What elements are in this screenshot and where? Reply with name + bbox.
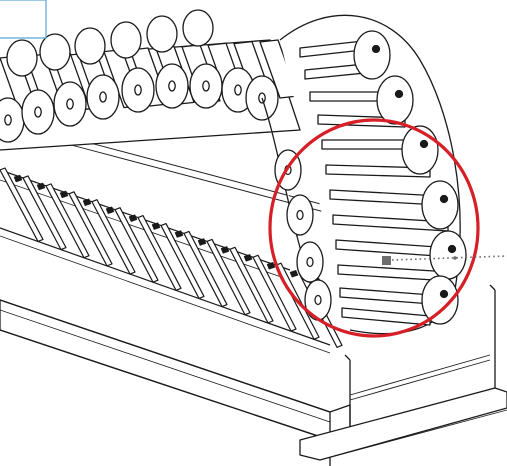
upper-link-plate-rear	[6, 39, 38, 77]
lower-link-tab	[36, 182, 46, 191]
bend-outer-link-plate	[421, 275, 459, 325]
bend-outer-link-plate	[401, 125, 439, 175]
link-pin-hole	[4, 114, 12, 126]
lower-crossbar	[114, 207, 159, 283]
highlight-ring	[268, 118, 480, 338]
lower-link-tab	[266, 262, 276, 270]
bend-plate-pin	[447, 244, 457, 254]
lower-link-tab	[13, 174, 23, 183]
trough-end-lip	[344, 284, 496, 361]
lower-crossbar	[22, 175, 67, 251]
lower-crossbar	[45, 183, 90, 259]
bend-inner-pin-hole	[306, 256, 314, 268]
chain-upper-run	[0, 9, 301, 151]
lower-crossbar	[183, 230, 228, 308]
upper-link-plate-rear	[146, 15, 178, 53]
lower-link-tab	[243, 254, 253, 262]
bend-outer-link-plate	[376, 75, 414, 125]
lower-link-tab	[105, 206, 115, 214]
bend-outer-link-plate	[353, 30, 391, 80]
upper-link-plate-rear	[182, 9, 214, 47]
lower-crossbar	[229, 246, 274, 324]
lower-run-front-edge	[0, 227, 331, 346]
bend-plate-pin	[439, 289, 449, 299]
lower-link-tab	[220, 246, 230, 254]
link-pin-hole	[234, 84, 242, 96]
bend-plate-pin	[439, 194, 449, 204]
callout-leader	[382, 255, 507, 265]
link-pin-hole	[168, 80, 176, 92]
bend-crossbar	[341, 307, 431, 326]
bend-inner-pin-hole	[314, 294, 322, 306]
link-pin-hole	[34, 106, 42, 118]
lower-link-tab	[197, 238, 207, 246]
link-pin-hole	[134, 84, 142, 96]
trough-flange-edge	[0, 299, 331, 413]
trough-flange-inner-line	[0, 309, 331, 423]
upper-link-plate-rear	[39, 33, 71, 71]
upper-link-plate-rear	[74, 27, 106, 65]
bend-plate-pin	[371, 44, 381, 54]
trough-web-rib	[349, 354, 491, 401]
lower-link-tab	[174, 230, 184, 238]
lower-link-tab	[59, 190, 69, 199]
callout-label-box	[0, 0, 47, 39]
link-pin-hole	[202, 80, 210, 92]
detail-highlight-circle	[268, 118, 480, 338]
lower-link-tab	[128, 214, 138, 222]
bend-inner-pin-hole	[296, 209, 304, 221]
chain-lower-run	[0, 167, 343, 354]
lower-crossbar	[160, 222, 205, 300]
lower-run-front-edge-inner	[0, 235, 331, 354]
lower-crossbar	[206, 238, 251, 316]
lower-link-tab	[289, 269, 299, 278]
trough-base-line	[319, 409, 507, 461]
lower-crossbar	[91, 199, 136, 275]
lower-crossbar	[68, 191, 113, 267]
label-box	[0, 0, 47, 39]
leader-anchor-square	[382, 256, 391, 265]
leader-dotted-line	[391, 255, 507, 261]
upper-link-plate-rear	[110, 21, 142, 59]
bend-outer-link-plate	[421, 180, 459, 230]
link-pin-hole	[66, 98, 74, 110]
trough-base-flange	[299, 387, 507, 461]
lower-link-tab	[151, 222, 161, 230]
lower-crossbar	[0, 167, 44, 243]
link-pin-hole	[99, 91, 107, 103]
bend-plate-pin	[394, 89, 404, 99]
lower-crossbar	[137, 215, 182, 291]
bend-outer-link-plate	[429, 230, 467, 280]
support-trough	[0, 134, 507, 466]
lower-crossbar	[252, 254, 297, 332]
bend-plate-pin	[419, 139, 429, 149]
bend-crossbar	[325, 164, 431, 178]
leader-dot	[453, 256, 457, 260]
trough-front-flange	[0, 299, 331, 441]
lower-link-tab	[82, 198, 92, 207]
